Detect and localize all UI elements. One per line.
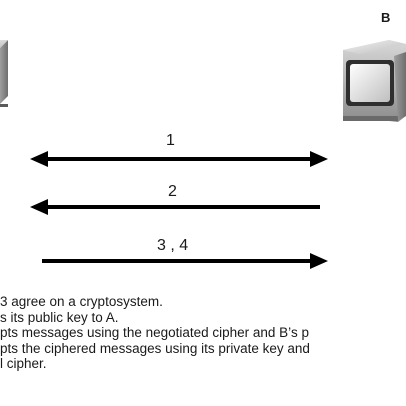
legend-line: pts the ciphered messages using its priv… [0, 340, 310, 356]
step-3-4-label: 3 , 4 [157, 237, 189, 254]
step-1-label: 1 [166, 132, 175, 149]
arrow-step-2 [30, 199, 320, 215]
legend-line: s its public key to A. [0, 309, 119, 325]
legend-line: 3 agree on a cryptosystem. [0, 294, 163, 309]
node-b-label: B [381, 10, 391, 25]
legend-line: pts messages using the negotiated cipher… [0, 325, 309, 340]
arrow-step-1 [30, 151, 328, 167]
step-legend: 3 agree on a cryptosystem. s its public … [0, 294, 406, 372]
step-2-label: 2 [168, 183, 177, 200]
arrow-step-3-4 [42, 253, 328, 269]
computer-b-icon [343, 40, 406, 122]
legend-line: l cipher. [0, 356, 47, 371]
computer-a-icon [0, 40, 8, 107]
